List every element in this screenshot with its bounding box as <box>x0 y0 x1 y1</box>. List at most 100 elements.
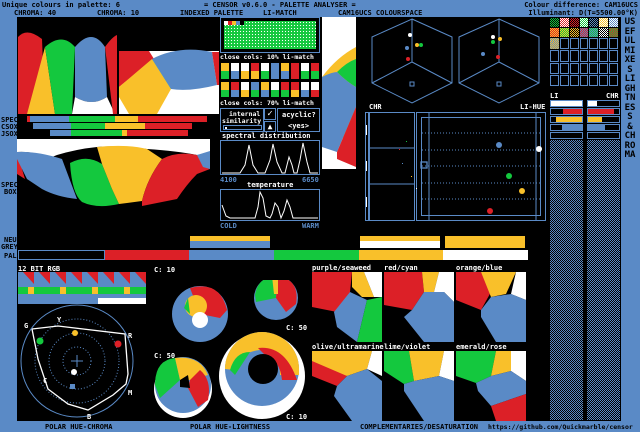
chr-bar <box>587 100 620 107</box>
swatch-top <box>221 63 229 71</box>
indexed-swatch <box>236 21 240 25</box>
polar-label-b: B <box>87 413 91 421</box>
swatch-bottom <box>311 71 319 79</box>
close-colour-swatch <box>280 81 290 98</box>
swatch-top <box>301 63 309 71</box>
complement-region <box>456 351 496 383</box>
mix-cell <box>579 38 589 50</box>
mix-cell <box>550 74 559 86</box>
spectral-label: spectral distribution <box>222 132 311 140</box>
complement-region <box>334 292 367 342</box>
close-colour-swatch <box>260 62 270 80</box>
grey-label: GREY <box>1 243 18 251</box>
close-colour-swatch <box>270 62 280 80</box>
complement-tile <box>312 272 382 342</box>
swatch-top <box>241 82 249 90</box>
side-vertical-label: USEFUL MIXES LIGHTNESS & CHROMA <box>624 17 636 160</box>
mix-cell <box>609 38 618 50</box>
complement-region <box>434 272 454 302</box>
cam16-hex-1 <box>371 18 453 104</box>
swatch-top <box>291 82 299 90</box>
li-col-label: LI <box>550 92 559 100</box>
jsox-bar <box>50 130 188 136</box>
complement-region <box>439 351 454 381</box>
similarity-slider[interactable] <box>223 125 262 130</box>
chr-fill <box>588 101 598 106</box>
complement-label: purple/seaweed <box>312 264 372 272</box>
swatch-top <box>241 63 249 71</box>
complement-region <box>404 376 454 421</box>
complement-tile <box>384 351 454 421</box>
close-colour-swatch <box>310 62 320 80</box>
li-match-plot <box>322 17 358 169</box>
swatch-bottom <box>231 71 239 79</box>
unique-colours-count: Unique colours in palette: 6 <box>2 1 121 9</box>
palette-swatch <box>358 250 444 260</box>
mix-cell <box>550 28 559 38</box>
complement-tile <box>384 272 454 342</box>
swatch-bottom <box>241 89 249 97</box>
specbox-label: SPEC <box>1 181 18 189</box>
li-chr-row <box>550 116 620 123</box>
li-bar <box>550 100 583 107</box>
swatch-bottom <box>291 89 299 97</box>
swatch-bottom <box>311 89 319 97</box>
complement-label: orange/blue <box>456 264 503 272</box>
mix-cell <box>559 28 569 38</box>
mix-cell <box>599 62 609 74</box>
triangle-icon[interactable]: ▲ <box>264 121 276 132</box>
close-cols-10-label: close cols: 10% li-match <box>220 53 314 61</box>
indexed-grid <box>224 21 316 49</box>
palette-swatch <box>189 250 275 260</box>
chr-label: CHR <box>369 103 382 111</box>
complement-label: red/cyan <box>384 264 418 272</box>
complement-tile <box>456 272 526 342</box>
chroma40-plot <box>18 32 117 114</box>
close-cols-70-swatches <box>220 81 320 98</box>
pal-label: PAL <box>4 252 17 260</box>
cam16-points-2 <box>481 35 502 59</box>
swatch-top <box>311 63 319 71</box>
close-colour-swatch <box>250 81 260 98</box>
indexed-palette-label: INDEXED PALETTE <box>180 9 244 17</box>
complement-region <box>422 272 439 292</box>
polar-hue-lightness-title: POLAR HUE-LIGHTNESS <box>190 423 271 431</box>
cold-label: COLD <box>220 222 237 230</box>
mix-cell <box>599 28 609 38</box>
complement-tile <box>312 351 382 421</box>
swatch-top <box>291 63 299 71</box>
swatch-top <box>281 63 289 71</box>
chr-bar-ticks <box>366 125 367 207</box>
close-colour-swatch <box>230 62 240 80</box>
mix-cell <box>599 18 609 28</box>
illuminant: Illuminant: D(T=5500.00°K) <box>528 9 638 17</box>
swatch-bottom <box>251 71 259 79</box>
complement-region <box>357 297 382 342</box>
li-chr-row <box>550 132 620 139</box>
cam16-label: CAM16UCS COLOURSPACE <box>338 9 423 17</box>
chr-bar <box>587 124 620 131</box>
complement-region <box>409 351 444 381</box>
swatch-top <box>261 82 269 90</box>
chroma-column <box>587 140 620 420</box>
swatch-top <box>231 63 239 71</box>
spec-box-plot <box>17 139 210 207</box>
mix-cell <box>579 18 589 28</box>
swatch-bottom <box>231 89 239 97</box>
palette-row <box>18 250 529 260</box>
complement-region <box>456 272 491 310</box>
mix-cell <box>559 62 569 74</box>
li-hue-label: LI-HUE <box>520 103 546 111</box>
github-link[interactable]: https://github.com/Quickmarble/censor <box>488 423 633 431</box>
csox-label: CSOX <box>1 123 18 131</box>
mix-cell <box>550 50 559 62</box>
close-colour-swatch <box>240 62 250 80</box>
swatch-top <box>251 63 259 71</box>
complement-region <box>384 351 414 384</box>
check-icon[interactable]: ✓ <box>264 108 276 120</box>
mix-cell <box>550 38 559 50</box>
chr-col-label: CHR <box>606 92 619 100</box>
close-colour-swatch <box>270 81 280 98</box>
indexed-swatch <box>240 21 244 25</box>
li-bar <box>550 108 583 115</box>
